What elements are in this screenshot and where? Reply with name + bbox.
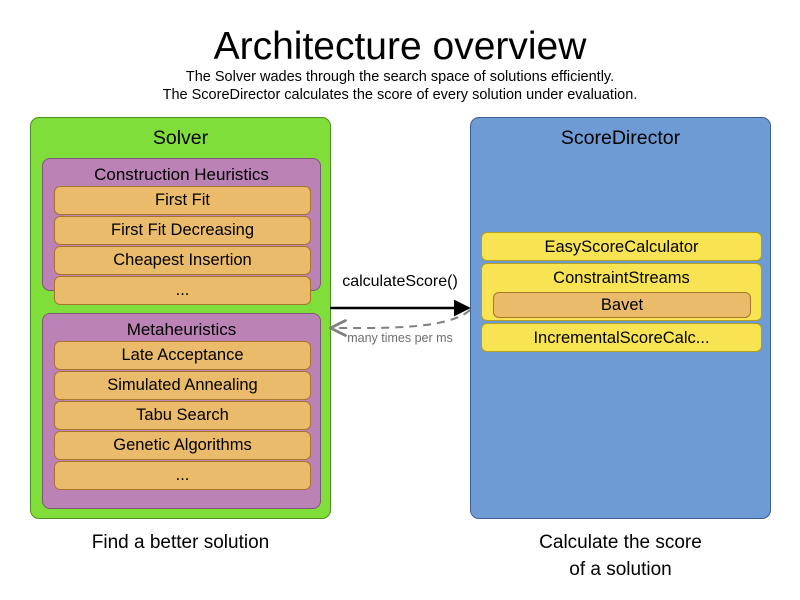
algorithm-box-tabu-search[interactable]: Tabu Search bbox=[54, 401, 311, 430]
solver-panel-title: Solver bbox=[152, 127, 209, 149]
calculator-label: ConstraintStreams bbox=[553, 269, 690, 287]
algorithm-box-late-acceptance[interactable]: Late Acceptance bbox=[54, 341, 311, 370]
scoredirector-caption-line-1: Calculate the score bbox=[539, 532, 702, 553]
algorithm-box-simulated-annealing[interactable]: Simulated Annealing bbox=[54, 371, 311, 400]
solver-caption: Find a better solution bbox=[91, 532, 270, 553]
construction-heuristics-title: Construction Heuristics bbox=[94, 165, 269, 184]
calculator-box-constraint-streams[interactable]: ConstraintStreams Bavet bbox=[481, 263, 762, 321]
calculator-label: EasyScoreCalculator bbox=[544, 238, 699, 256]
scoredirector-panel: ScoreDirector EasyScoreCalculator Constr… bbox=[470, 117, 771, 519]
subtitle-line-2: The ScoreDirector calculates the score o… bbox=[162, 87, 638, 103]
scoredirector-caption: Calculate the score of a solution bbox=[470, 529, 771, 583]
algorithm-box-first-fit[interactable]: First Fit bbox=[54, 186, 311, 215]
metaheuristics-group: Metaheuristics Late Acceptance Simulated… bbox=[42, 313, 321, 509]
algorithm-box-construction-more[interactable]: ... bbox=[54, 276, 311, 305]
algorithm-box-genetic-algorithms[interactable]: Genetic Algorithms bbox=[54, 431, 311, 460]
page-title: Architecture overview bbox=[213, 25, 587, 68]
construction-heuristics-group: Construction Heuristics First Fit First … bbox=[42, 158, 321, 305]
metaheuristics-title: Metaheuristics bbox=[126, 320, 237, 339]
calculator-box-easy-score-calculator[interactable]: EasyScoreCalculator bbox=[481, 232, 762, 261]
calculator-box-bavet[interactable]: Bavet bbox=[493, 292, 751, 318]
algorithm-box-cheapest-insertion[interactable]: Cheapest Insertion bbox=[54, 246, 311, 275]
calculator-label: IncrementalScoreCalc... bbox=[533, 329, 710, 347]
solver-panel: Solver Construction Heuristics First Fit… bbox=[30, 117, 331, 519]
many-times-per-ms-label: many times per ms bbox=[347, 331, 453, 345]
scoredirector-caption-line-2: of a solution bbox=[569, 559, 672, 580]
calculate-score-label: calculateScore() bbox=[342, 273, 458, 290]
algorithm-box-metaheuristics-more[interactable]: ... bbox=[54, 461, 311, 490]
algorithm-box-first-fit-decreasing[interactable]: First Fit Decreasing bbox=[54, 216, 311, 245]
connection-arrows bbox=[329, 299, 471, 337]
scoredirector-panel-title: ScoreDirector bbox=[560, 127, 681, 149]
many-times-per-ms-arrow bbox=[329, 309, 471, 337]
calculator-box-incremental-score-calculator[interactable]: IncrementalScoreCalc... bbox=[481, 323, 762, 352]
subtitle-line-1: The Solver wades through the search spac… bbox=[185, 69, 615, 85]
